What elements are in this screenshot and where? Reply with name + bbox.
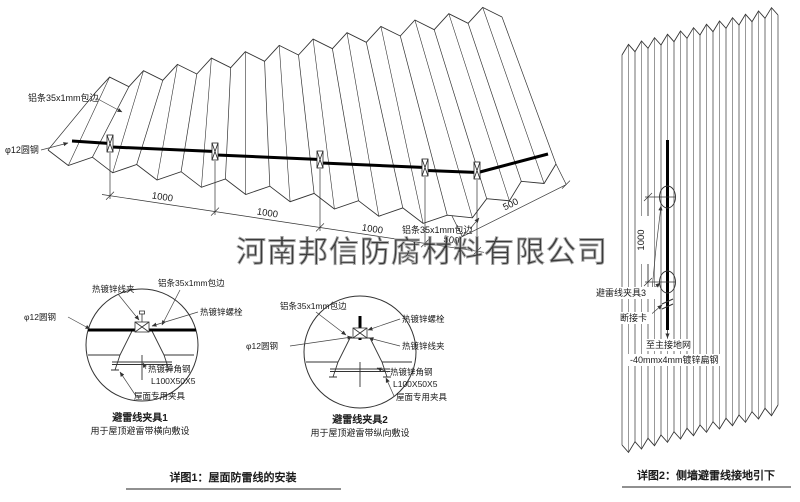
detail1-roof-clamp-legs (111, 354, 173, 371)
caption-right: 详图2：侧墙避雷线接地引下 (637, 468, 775, 482)
wall-label-bg-4 (628, 354, 720, 366)
detail1-clamp (134, 310, 150, 333)
wall-clamp-ticks (660, 196, 675, 283)
dim-1000-b: 1000 (256, 207, 279, 221)
wall-label-bg-2 (618, 312, 652, 324)
wall-elevation-view (621, 6, 779, 454)
detail1-wire-clip-label: 热镀锌线夹 (92, 284, 135, 294)
roof-bottom-zigzag-edge (47, 149, 557, 224)
detail2-round-steel-label: φ12圆钢 (246, 341, 278, 351)
detail2-roof-clamp-legs (329, 361, 391, 378)
detail2-edge-strip-label: 铝条35x1mm包边 (280, 301, 347, 311)
detail2-clamp (352, 327, 368, 339)
detail2-roof-clamp-label: 屋面专用夹具 (396, 392, 448, 402)
detail1-bolt-label: 热镀锌螺栓 (200, 307, 243, 317)
wall-dim-1000: 1000 (636, 229, 647, 250)
disconnect-link-symbol (661, 298, 674, 310)
detail-circle-2 (303, 295, 417, 409)
detail2-angle-steel-label: 热镀锌角钢 (390, 367, 433, 377)
detail1-leader-lines (67, 289, 199, 397)
detail1-angle-steel (112, 355, 172, 380)
roof-round-steel-label: φ12圆钢 (5, 144, 39, 155)
dim-500-a: 500 (443, 234, 460, 247)
detail2-subtitle: 用于屋顶避雷带纵向敷设 (310, 427, 409, 438)
roof-dimension-lines (101, 153, 571, 256)
caption-left: 详图1：屋面防雷线的安装 (169, 470, 296, 484)
detail1-angle-steel-label: 热镀锌角钢 (148, 364, 191, 374)
detail2-title: 避雷线夹具2 (331, 413, 388, 426)
wall-clamp3-label: 避雷线夹具3 (596, 287, 646, 298)
detail2-angle-spec-label: L100X50X5 (393, 379, 438, 389)
detail2-bolt-label: 热镀锌螺栓 (402, 314, 445, 324)
roof-leader-lines (40, 97, 480, 230)
wall-flat-steel-label: -40mmx4mm镀锌扁钢 (630, 354, 719, 365)
roof-edge-strip-label-right: 铝条35x1mm包边 (402, 224, 473, 235)
wall-to-ground-label: 至主接地网 (646, 339, 691, 350)
detail1-roof-profile (88, 330, 194, 356)
dim-500-b: 500 (501, 196, 520, 213)
wall-dim-label-bg (638, 216, 650, 264)
detail1-angle-spec-label: L100X50X5 (151, 376, 196, 386)
detail1-roof-clamp-label: 屋面专用夹具 (134, 391, 186, 401)
detail2-leader-lines (289, 311, 401, 397)
roof-corrugation-ridge-lines (68, 7, 545, 224)
roof-corrugation-valley-lines (47, 16, 557, 216)
wall-label-bg-3 (644, 339, 692, 351)
detail1-subtitle: 用于屋顶避雷带横向敷设 (90, 425, 189, 436)
dim-1000-c: 1000 (361, 223, 384, 237)
company-watermark: 河南邦信防腐材料有限公司 (236, 236, 608, 269)
detail1-round-steel-label: φ12圆钢 (24, 312, 56, 322)
wall-disconnect-label: 断接卡 (620, 312, 647, 323)
wire-clamp-symbol (106, 134, 481, 180)
detail1-edge-strip-label: 铝条35x1mm包边 (158, 278, 225, 288)
roof-edge-strip-label: 铝条35x1mm包边 (28, 92, 99, 103)
wall-bottom-zigzag-edge (621, 404, 779, 454)
detail1-title: 避雷线夹具1 (111, 411, 168, 424)
dim-1000-a: 1000 (151, 191, 174, 205)
wall-top-zigzag-edge (621, 6, 779, 56)
roof-top-zigzag-edge (94, 6, 503, 94)
detail2-wire-clip-label: 热镀锌线夹 (402, 341, 445, 351)
detail2-angle-steel (330, 362, 390, 387)
detail-circle-1 (85, 288, 199, 402)
roof-isometric-view (47, 6, 557, 224)
wall-label-bg-1 (594, 287, 656, 299)
